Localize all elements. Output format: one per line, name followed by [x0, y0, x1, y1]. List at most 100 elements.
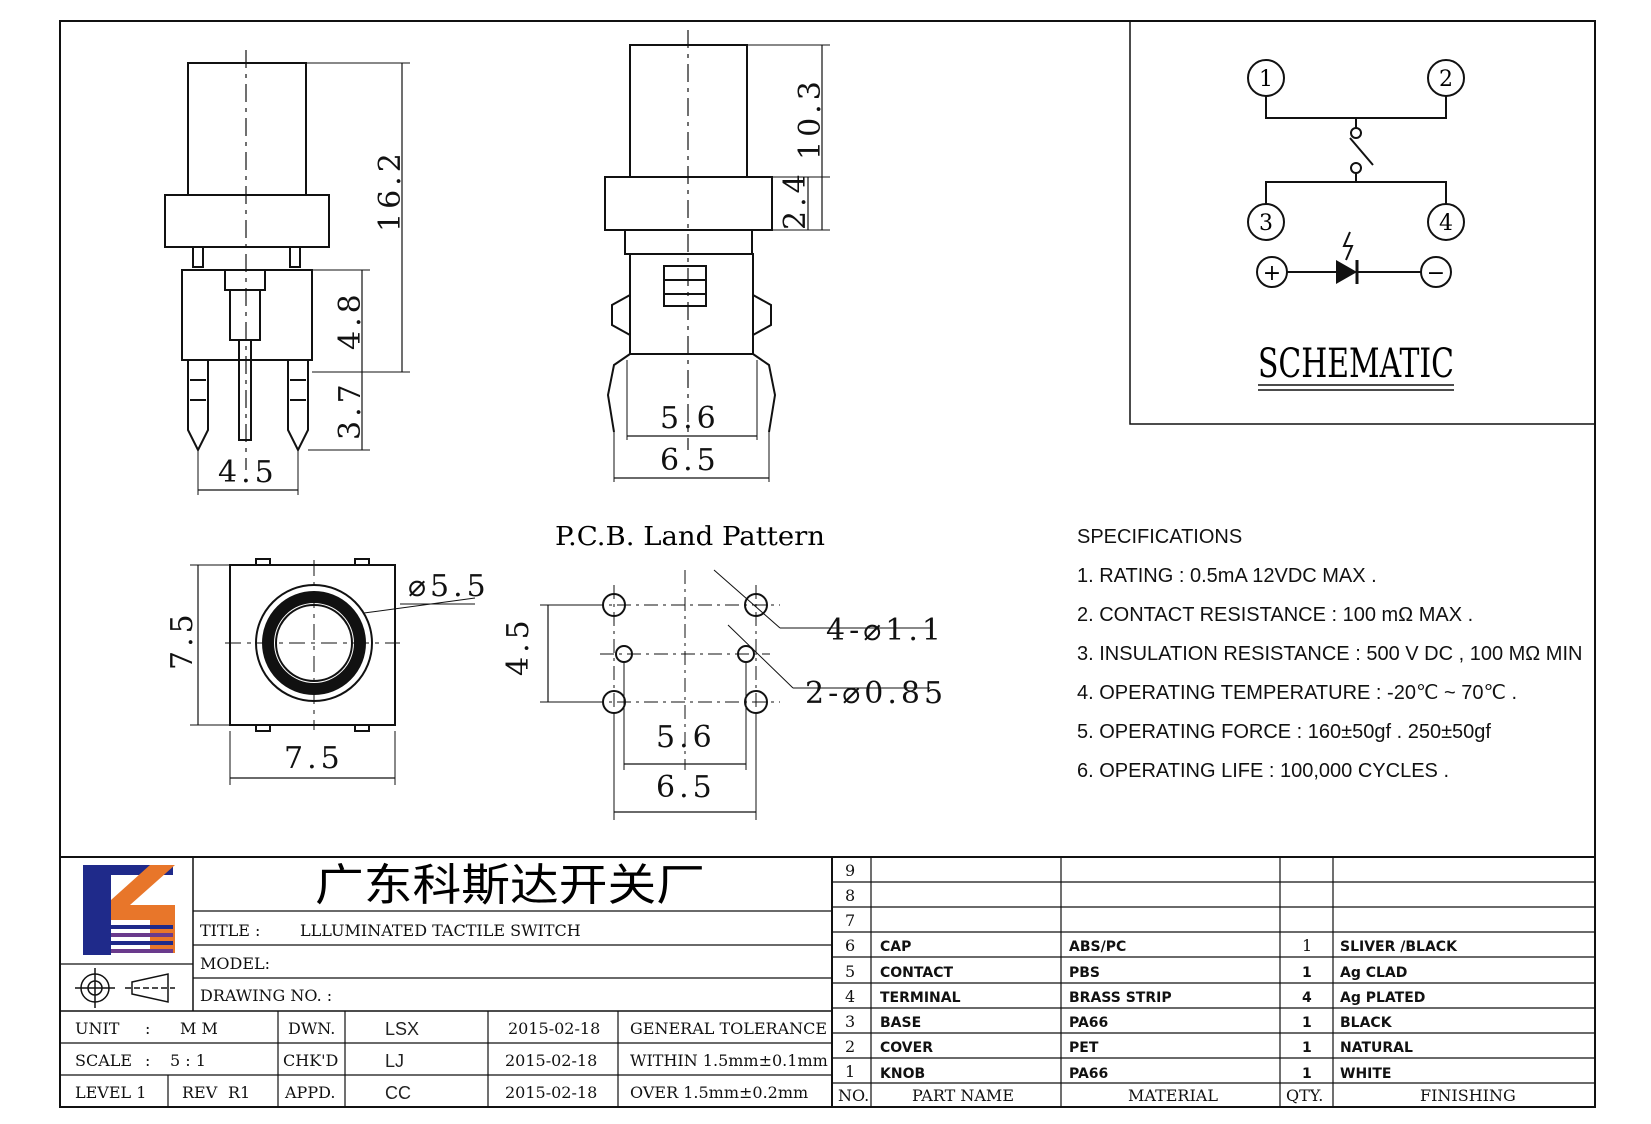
- unit-sep: :: [145, 1019, 150, 1038]
- pcb-dim-outer: 6.5: [656, 770, 716, 805]
- rev-label: REV: [182, 1083, 218, 1102]
- pcb-land-pattern: [540, 569, 930, 820]
- title-label: TITLE :: [200, 921, 260, 940]
- bom-header-finishing: FINISHING: [1420, 1086, 1516, 1105]
- bom-row-2-part: COVER: [880, 1040, 933, 1056]
- front-dim-cap: 10.3: [793, 77, 828, 160]
- bom-row-4-material: BRASS STRIP: [1069, 990, 1172, 1006]
- company-name: 广东科斯达开关厂: [315, 860, 705, 911]
- bom-row-9-no: 9: [845, 861, 855, 880]
- rev-value: R1: [228, 1083, 250, 1102]
- tolerance-over: OVER 1.5mm±0.2mm: [630, 1083, 808, 1102]
- bom-row-1-part: KNOB: [880, 1066, 925, 1082]
- bom-row-1-finishing: WHITE: [1340, 1066, 1391, 1082]
- spec-item-4: 4. OPERATING TEMPERATURE : -20℃ ~ 70℃ .: [1077, 682, 1517, 704]
- bom-row-4-no: 4: [845, 987, 855, 1006]
- front-side-view: [604, 30, 830, 482]
- bom-row-6-qty: 1: [1302, 936, 1312, 955]
- bom-row-1-no: 1: [845, 1062, 855, 1081]
- tolerance-title: GENERAL TOLERANCE: [630, 1019, 827, 1038]
- front-dim-outer: 6.5: [660, 443, 720, 478]
- bom-row-3-finishing: BLACK: [1340, 1015, 1393, 1031]
- unit-value: M M: [180, 1019, 218, 1038]
- bom-header-qty: QTY.: [1286, 1086, 1323, 1105]
- pin-1-label: 1: [1259, 67, 1273, 92]
- projection-symbol-icon: [75, 968, 175, 1008]
- top-dim-width: 7.5: [284, 741, 344, 776]
- bom-row-4-qty: 4: [1302, 990, 1312, 1006]
- bom-row-2-finishing: NATURAL: [1340, 1040, 1413, 1056]
- bom-row-2-material: PET: [1069, 1040, 1099, 1056]
- left-side-view: [164, 50, 410, 495]
- scale-sep: :: [145, 1051, 150, 1070]
- spec-item-6: 6. OPERATING LIFE : 100,000 CYCLES .: [1077, 760, 1449, 782]
- bom-row-1-qty: 1: [1302, 1066, 1312, 1082]
- company-logo: [83, 865, 175, 955]
- bom-row-5-part: CONTACT: [880, 965, 953, 981]
- pcb-dim-inner: 5.6: [656, 720, 716, 755]
- spec-item-5: 5. OPERATING FORCE : 160±50gf . 250±50gf: [1077, 721, 1491, 743]
- bom-row-4-part: TERMINAL: [880, 990, 961, 1006]
- pin-4-label: 4: [1439, 211, 1453, 236]
- tolerance-within: WITHIN 1.5mm±0.1mm: [630, 1051, 828, 1070]
- top-dim-diameter: ⌀5.5: [408, 569, 490, 604]
- spec-item-1: 1. RATING : 0.5mA 12VDC MAX .: [1077, 565, 1377, 587]
- spec-item-2: 2. CONTACT RESISTANCE : 100 mΩ MAX .: [1077, 604, 1473, 626]
- minus-label: −: [1427, 261, 1445, 286]
- pcb-holes-big: 4-⌀1.1: [826, 613, 945, 648]
- bom-row-6-no: 6: [845, 936, 855, 955]
- sheet-border: [59, 20, 1596, 1108]
- bom-row-5-no: 5: [845, 962, 855, 981]
- bom-row-5-finishing: Ag CLAD: [1340, 965, 1407, 981]
- chk-date: 2015-02-18: [505, 1051, 597, 1070]
- chk-name: LJ: [385, 1051, 404, 1071]
- title-value: LLLUMINATED TACTILE SWITCH: [300, 921, 581, 940]
- left-dim-pin: 3.7: [333, 380, 368, 440]
- dwn-label: DWN.: [288, 1019, 335, 1038]
- pcb-title: P.C.B. Land Pattern: [555, 522, 825, 552]
- dwn-name: LSX: [385, 1019, 419, 1039]
- bom-header-part: PART NAME: [912, 1086, 1014, 1105]
- bom-row-6-part: CAP: [880, 939, 911, 955]
- spec-item-3: 3. INSULATION RESISTANCE : 500 V DC , 10…: [1077, 643, 1582, 665]
- bom-row-2-qty: 1: [1302, 1040, 1312, 1056]
- title-block: [60, 856, 1595, 1107]
- bom-row-6-material: ABS/PC: [1069, 939, 1126, 955]
- bom-row-4-finishing: Ag PLATED: [1340, 990, 1425, 1006]
- bom-row-3-material: PA66: [1069, 1015, 1108, 1031]
- top-dim-height: 7.5: [165, 610, 200, 670]
- appd-date: 2015-02-18: [505, 1083, 597, 1102]
- scale-value: 5 : 1: [170, 1051, 206, 1070]
- pcb-holes-small: 2-⌀0.85: [805, 676, 947, 711]
- left-dim-mid: 4.8: [333, 290, 368, 350]
- front-dim-inner: 5.6: [660, 401, 720, 436]
- spec-heading: SPECIFICATIONS: [1077, 526, 1242, 548]
- scale-label: SCALE: [75, 1051, 132, 1070]
- bom-table: 9 8 7 6 CAP ABS/PC 1 SLIVER /BLACK 5 CON…: [838, 861, 1516, 1105]
- bom-row-3-part: BASE: [880, 1015, 921, 1031]
- chk-label: CHK'D: [283, 1051, 338, 1070]
- bom-row-2-no: 2: [845, 1037, 855, 1056]
- bom-row-3-no: 3: [845, 1012, 855, 1031]
- level-label: LEVEL 1: [75, 1083, 146, 1102]
- front-dim-collar: 2.4: [778, 170, 813, 230]
- appd-name: CC: [385, 1083, 411, 1103]
- pin-2-label: 2: [1439, 67, 1453, 92]
- pcb-dim-vertical: 4.5: [501, 616, 536, 676]
- led-diode-icon: [1336, 260, 1357, 284]
- plus-label: +: [1263, 261, 1281, 286]
- appd-label: APPD.: [284, 1083, 335, 1102]
- schematic-title: SCHEMATIC: [1258, 341, 1454, 387]
- bom-row-5-material: PBS: [1069, 965, 1100, 981]
- left-dim-height: 16.2: [373, 149, 408, 232]
- bom-row-6-finishing: SLIVER /BLACK: [1340, 939, 1458, 955]
- model-label: MODEL:: [200, 954, 270, 973]
- bom-header-material: MATERIAL: [1128, 1086, 1218, 1105]
- drawing-no-label: DRAWING NO. :: [200, 986, 332, 1005]
- pin-3-label: 3: [1259, 211, 1273, 236]
- bom-header-no: NO.: [838, 1086, 869, 1105]
- unit-label: UNIT: [75, 1019, 120, 1038]
- dwn-date: 2015-02-18: [508, 1019, 600, 1038]
- bom-row-5-qty: 1: [1302, 965, 1312, 981]
